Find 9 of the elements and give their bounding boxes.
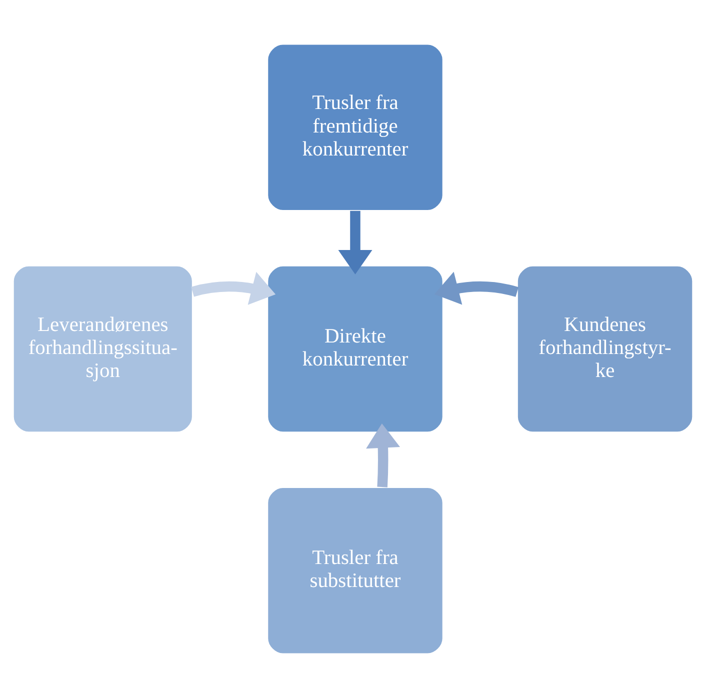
node-box: Kundenes forhandlingstyr- ke	[516, 264, 694, 432]
node-box: Direkte konkurrenter	[266, 264, 444, 432]
arrow	[366, 423, 400, 487]
arrow	[338, 210, 372, 274]
node-box: Leverandørenes forhandlingssitua- sjon	[12, 264, 194, 432]
node-box: Trusler fra substitutter	[266, 486, 444, 654]
node-box: Trusler fra fremtidige konkurrenter	[266, 42, 444, 211]
arrow	[434, 271, 518, 304]
arrow	[191, 271, 276, 304]
